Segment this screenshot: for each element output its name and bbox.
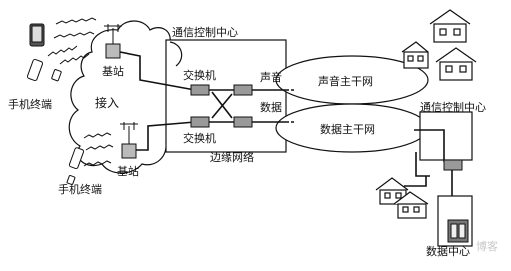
switch-devices: [190, 84, 463, 171]
top-control-center-label: 通信控制中心: [172, 26, 238, 39]
houses-top-right: [401, 9, 477, 81]
houses-bottom: [375, 177, 429, 219]
control-center-box: [165, 39, 287, 153]
access-label: 接入: [95, 96, 120, 110]
voice-backbone-label: 声音主干网: [318, 75, 373, 88]
base-station-bottom: [120, 122, 138, 159]
base-station-top: [104, 24, 122, 59]
mobile-terminal-top-label: 手机终端: [8, 98, 52, 111]
data-label: 数据: [260, 101, 282, 114]
right-control-center-box: [419, 111, 473, 161]
mobile-phones: [26, 23, 85, 186]
access-cloud-edge: [169, 41, 183, 67]
wires: [119, 51, 453, 196]
right-control-center-label: 通信控制中心: [420, 101, 486, 114]
watermark: 博客: [476, 240, 498, 253]
data-center-server: [447, 219, 469, 243]
mobile-terminal-bottom-label: 手机终端: [58, 183, 102, 196]
base-station-bottom-label: 基站: [117, 165, 139, 178]
data-backbone-label: 数据主干网: [320, 123, 375, 136]
edge-network-label: 边缘网络: [210, 151, 254, 164]
base-station-top-label: 基站: [102, 65, 124, 78]
voice-label: 声音: [260, 71, 282, 84]
radio-waves: [47, 17, 114, 167]
switch-bottom-label: 交换机: [183, 132, 216, 145]
data-center-label: 数据中心: [426, 245, 470, 258]
switch-top-label: 交换机: [183, 69, 216, 82]
